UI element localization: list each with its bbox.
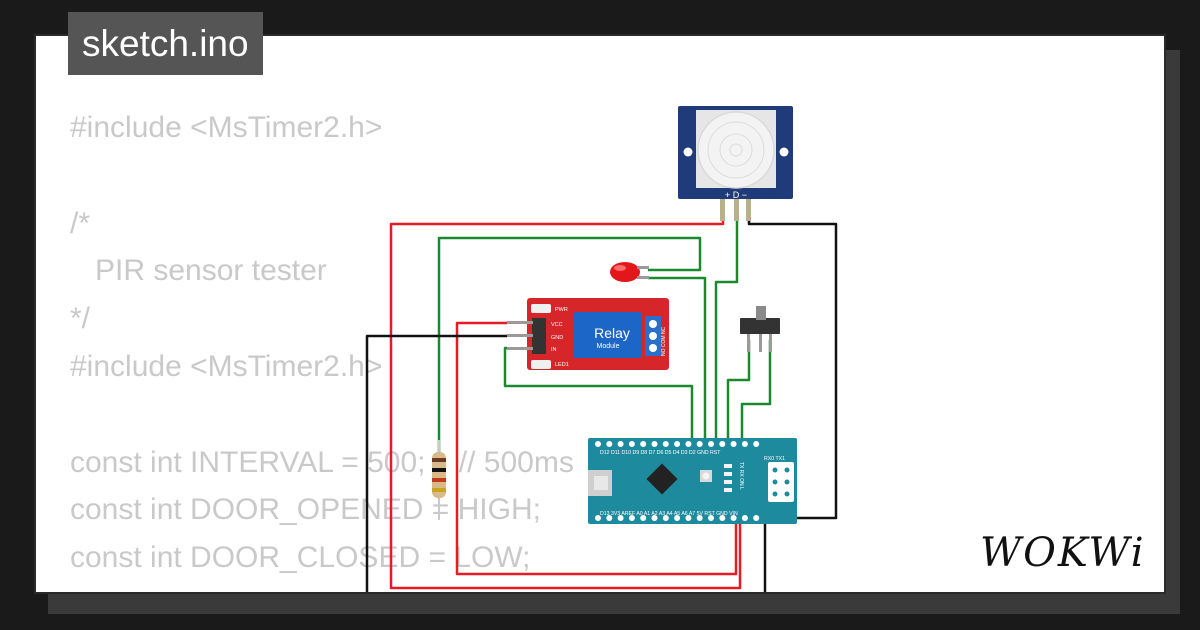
code-line: /*: [70, 206, 91, 240]
wokwi-logo-text: WOKWi: [980, 530, 1146, 576]
relay-terminal-labels: NO COM NC: [661, 326, 667, 356]
nano-pin-hole: [606, 441, 613, 447]
arduino-nano: D12 D11 D10 D9 D8 D7 D6 D5 D4 D3 D2 GND …: [588, 438, 797, 524]
code-line: #include <MsTimer2.h>: [70, 349, 383, 383]
nano-pin-hole: [685, 515, 692, 521]
code-preview: #include <MsTimer2.h> /* PIR sensor teste…: [70, 104, 574, 592]
wire-red-pir-vcc: [389, 200, 742, 590]
relay-title: Relay: [594, 325, 630, 341]
code-line: const int DOOR_OPENED = HIGH;: [70, 493, 541, 527]
wire-green-pir-out: [714, 200, 739, 444]
relay-gnd-label: GND: [551, 335, 563, 341]
wires: [365, 200, 838, 592]
relay-vcc-label: VCC: [551, 322, 563, 328]
nano-top-header: [595, 441, 760, 447]
nano-pin-hole: [741, 515, 748, 521]
nano-pin-hole: [674, 515, 681, 521]
nano-pin-hole: [595, 441, 601, 447]
nano-rx-tx-labels: RX0 TX1: [764, 456, 785, 462]
relay-pwr-label: PWR: [555, 307, 568, 313]
nano-pin-hole: [696, 441, 703, 447]
nano-pin-hole: [753, 441, 760, 447]
wire-black-relay-gnd: [365, 334, 507, 592]
wire-green-led-d4: [648, 276, 707, 444]
nano-pin-hole: [719, 515, 726, 521]
red-led: [610, 262, 649, 282]
wire-green-led: [437, 236, 702, 480]
nano-pin-hole: [685, 441, 692, 447]
nano-pin-hole: [662, 515, 669, 521]
wire-green-relay-in: [503, 346, 694, 444]
resistor: [432, 452, 446, 498]
relay-subtitle: Module: [597, 343, 620, 350]
wire-green-switch-b: [740, 340, 772, 444]
code-line: #include <MsTimer2.h>: [70, 111, 383, 144]
nano-bottom-header: [595, 515, 760, 521]
wire-black-nano-gnd: [763, 516, 768, 592]
nano-led-labels: TX RX ON L: [738, 462, 744, 490]
wire-red-relay-vcc: [455, 321, 738, 576]
nano-bottom-pin-labels: D13 3V3 AREF A0 A1 A2 A3 A4 A5 A6 A7 5V …: [600, 511, 738, 517]
code-line: const int INTERVAL = 500; // 500ms: [70, 445, 574, 479]
pir-pin-labels: + D −: [725, 190, 747, 200]
nano-top-pin-labels: D12 D11 D10 D9 D8 D7 D6 D5 D4 D3 D2 GND …: [600, 450, 721, 456]
wire-green-switch-a: [726, 340, 751, 444]
nano-pin-hole: [628, 441, 635, 447]
nano-pin-hole: [606, 515, 613, 521]
nano-pin-hole: [741, 441, 748, 447]
nano-pin-hole: [696, 515, 703, 521]
nano-pin-hole: [708, 441, 714, 447]
nano-pin-hole: [640, 441, 647, 447]
nano-pin-hole: [730, 441, 737, 447]
nano-pin-hole: [753, 515, 760, 521]
nano-pin-hole: [640, 515, 647, 521]
file-tab[interactable]: sketch.ino: [68, 12, 263, 75]
relay-module: Relay Module NO COM NC PWR LED1 VCC GND …: [507, 298, 669, 370]
nano-pin-hole: [662, 441, 669, 447]
pir-sensor: + D −: [678, 106, 793, 221]
relay-led-label: LED1: [555, 362, 569, 368]
nano-pin-hole: [617, 441, 624, 447]
nano-pin-hole: [730, 515, 737, 521]
nano-pin-hole: [651, 515, 658, 521]
code-line: const int DOOR_CLOSED = LOW;: [70, 541, 531, 575]
nano-pin-hole: [674, 441, 681, 447]
relay-in-label: IN: [551, 347, 557, 353]
nano-pin-hole: [617, 515, 624, 521]
code-line: PIR sensor tester: [70, 254, 327, 288]
slide-switch: [740, 306, 780, 352]
nano-pin-hole: [595, 515, 601, 521]
code-line: const int PIR_TRIGGERED = HIGH;: [70, 582, 574, 592]
nano-pin-hole: [651, 441, 658, 447]
nano-pin-hole: [708, 515, 714, 521]
code-line: */: [70, 302, 91, 336]
nano-pin-hole: [719, 441, 726, 447]
nano-pin-hole: [628, 515, 635, 521]
wokwi-logo: WOKWi: [980, 530, 1146, 576]
